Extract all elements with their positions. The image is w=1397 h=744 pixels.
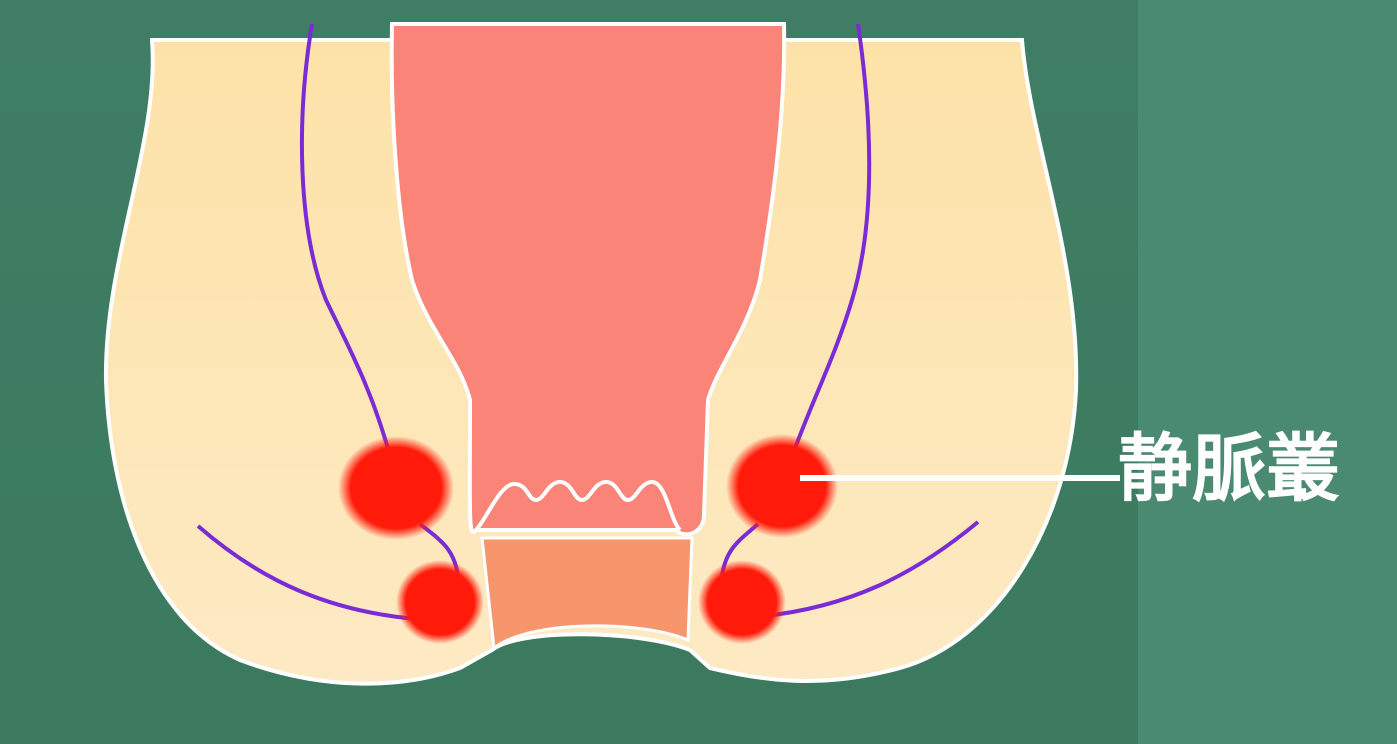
external-hemorrhoid-right [698, 560, 786, 644]
internal-hemorrhoid-right [726, 434, 838, 538]
external-hemorrhoid-left [396, 560, 484, 644]
anatomy-diagram [0, 0, 1138, 744]
venous-plexus-label: 静脈叢 [1118, 432, 1340, 506]
internal-hemorrhoid-left [338, 436, 454, 540]
